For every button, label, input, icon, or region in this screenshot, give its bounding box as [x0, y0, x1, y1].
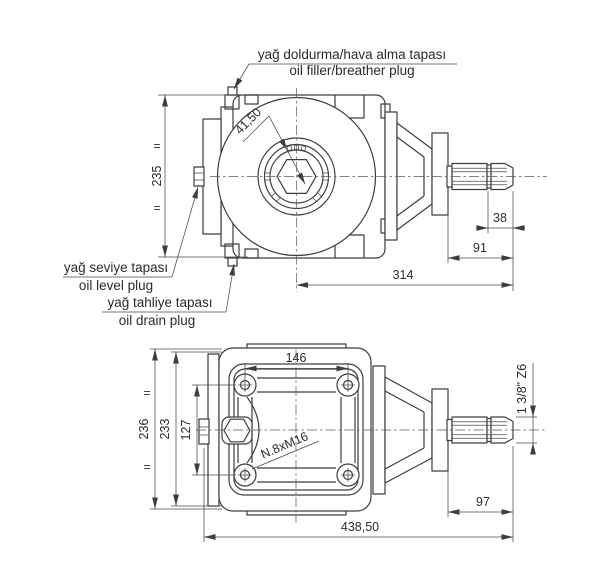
- dim-text-235: 235: [150, 166, 164, 187]
- callout-oil-drain: yağ tahliye tapası oil drain plug: [102, 263, 235, 328]
- equal-mark: =: [143, 460, 150, 474]
- bottom-view: 146 127 236 = = 233 N.8xM16: [137, 343, 547, 542]
- dim-shaft-spec: 1 3/8" Z6: [515, 363, 537, 455]
- dim-127: 127: [179, 384, 236, 476]
- dim-97: 97: [447, 446, 514, 542]
- dim-text-127: 127: [179, 420, 193, 441]
- input-hex-bore: [276, 159, 317, 194]
- shaft-spec-text: 1 3/8" Z6: [515, 364, 529, 414]
- oil-level-plug: [193, 166, 205, 187]
- oil-filler-label-en: oil filler/breather plug: [289, 63, 414, 78]
- dim-146: 146: [244, 351, 349, 379]
- dim-text-91: 91: [473, 241, 487, 255]
- bolt-hole: [336, 373, 360, 397]
- lug-bottom-left: [244, 248, 259, 259]
- mounting-rails: [237, 377, 356, 483]
- dim-text-314: 314: [393, 268, 414, 282]
- bolt-hole: [336, 463, 360, 487]
- dim-38: 38: [476, 191, 525, 291]
- dim-text-236: 236: [137, 419, 151, 440]
- top-view: 235 = = 41,50 38 91 314: [150, 86, 547, 292]
- dim-438-50: 438,50: [203, 448, 513, 542]
- callout-oil-filler: yağ doldurma/hava alma tapası oil filler…: [233, 47, 457, 90]
- oil-filler-label-tr: yağ doldurma/hava alma tapası: [258, 47, 446, 62]
- callout-oil-level: yağ seviye tapası oil level plug: [63, 186, 199, 293]
- oil-level-hex-plug: [221, 416, 253, 445]
- oil-drain-label-tr: yağ tahliye tapası: [107, 295, 212, 310]
- dim-235: 235 = =: [150, 94, 248, 258]
- equal-mark: =: [153, 139, 160, 153]
- oil-drain-label-en: oil drain plug: [119, 313, 196, 328]
- dim-text-438-50: 438,50: [341, 520, 379, 534]
- spline-slot: [312, 192, 323, 203]
- oil-level-label-tr: yağ seviye tapası: [64, 260, 168, 275]
- dim-233: 233: [158, 351, 222, 507]
- equal-mark: =: [153, 201, 160, 215]
- callouts: yağ doldurma/hava alma tapası oil filler…: [63, 47, 457, 328]
- bearing-cap: [431, 132, 449, 216]
- dim-text-233: 233: [158, 419, 172, 440]
- dim-text-97: 97: [476, 495, 490, 509]
- dim-text-38: 38: [493, 211, 507, 225]
- spline-slot: [270, 192, 281, 203]
- dim-text-146: 146: [286, 351, 307, 365]
- equal-mark: =: [143, 386, 150, 400]
- output-flange-plate: [384, 111, 398, 241]
- dim-91: 91: [447, 191, 513, 263]
- oil-level-label-en: oil level plug: [79, 278, 153, 293]
- oil-level-plug-side: [198, 418, 210, 445]
- gearbox-housing: [218, 347, 372, 512]
- dim-314: 314: [296, 268, 513, 288]
- lug-top-left: [244, 94, 259, 105]
- bolt-hole: [233, 463, 257, 487]
- dim-236: 236 = =: [137, 348, 222, 510]
